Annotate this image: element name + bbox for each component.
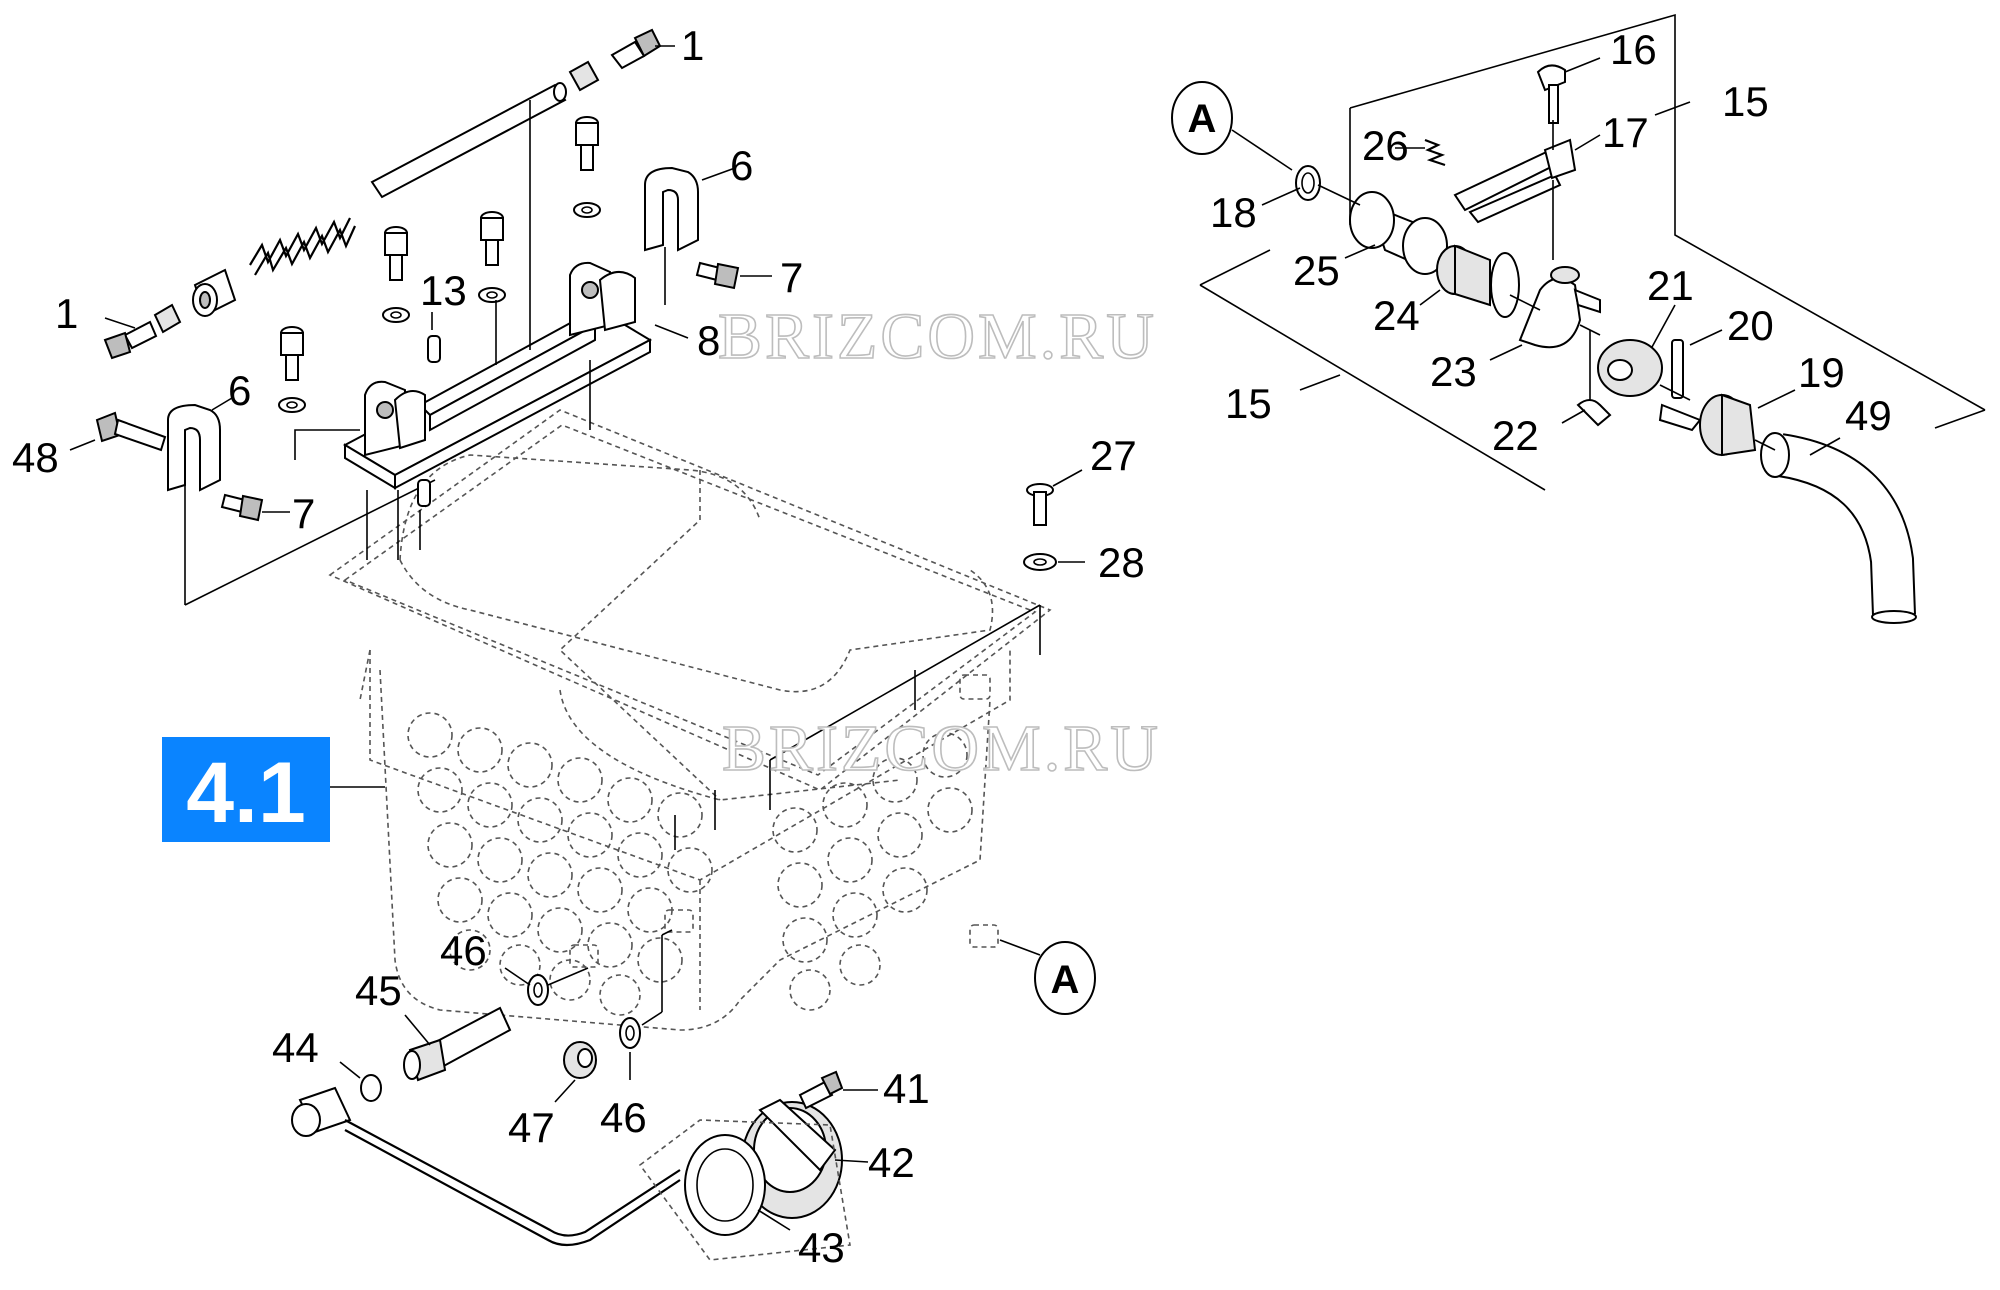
valve-body-24 <box>1436 244 1520 318</box>
sensor-45 <box>403 1006 512 1082</box>
cap-screw-a <box>280 326 304 381</box>
callout-41: 41 <box>883 1065 930 1112</box>
screw-7-right <box>695 261 740 290</box>
o-ring-44 <box>360 1074 382 1102</box>
dowel-pins <box>417 335 441 507</box>
drain-bottom-parts <box>291 929 851 1261</box>
clamp-23 <box>1518 266 1601 349</box>
callout-21: 21 <box>1647 262 1694 309</box>
svg-text:A: A <box>1188 97 1217 141</box>
screw-41 <box>798 1070 844 1110</box>
screw-48 <box>95 411 167 452</box>
callout-15a: 15 <box>1722 78 1769 125</box>
callout-48: 48 <box>12 434 59 481</box>
callout-15b: 15 <box>1225 380 1272 427</box>
callout-8: 8 <box>697 317 720 364</box>
cap-screw-b <box>384 226 408 281</box>
svg-text:4.1: 4.1 <box>186 745 306 841</box>
callout-46b: 46 <box>600 1094 647 1141</box>
hinge-assembly <box>95 28 740 606</box>
pin-20 <box>1658 339 1702 432</box>
callout-6b: 6 <box>228 367 251 414</box>
ring-21 <box>1597 339 1663 397</box>
hinge-bracket-6-left <box>167 403 221 492</box>
callout-22: 22 <box>1492 412 1539 459</box>
callout-7a: 7 <box>780 254 803 301</box>
bushing-1a <box>568 60 600 92</box>
callout-42: 42 <box>868 1139 915 1186</box>
callout-46a: 46 <box>440 927 487 974</box>
callout-23: 23 <box>1430 348 1477 395</box>
washer-28 <box>1023 553 1057 571</box>
callout-18: 18 <box>1210 189 1257 236</box>
callout-6a: 6 <box>730 142 753 189</box>
spring <box>249 217 357 276</box>
cap-screw-c <box>480 211 504 266</box>
callout-27: 27 <box>1090 432 1137 479</box>
callout-49: 49 <box>1845 392 1892 439</box>
section-label: 4.1 <box>162 737 330 842</box>
washer-46-top <box>527 974 549 1006</box>
callout-1b: 1 <box>55 290 78 337</box>
bushing-1b <box>153 303 182 334</box>
drain-cover-42 <box>741 1098 843 1219</box>
callout-13: 13 <box>420 267 467 314</box>
watermark-middle: BRIZCOM.RU <box>722 712 1161 785</box>
callout-7b: 7 <box>292 490 315 537</box>
callout-1a: 1 <box>681 22 704 69</box>
callout-45: 45 <box>355 967 402 1014</box>
drain-valve-assembly <box>1199 13 1986 624</box>
callout-24: 24 <box>1373 292 1420 339</box>
callout-25: 25 <box>1293 247 1340 294</box>
hinge-bracket-6-right <box>644 166 699 252</box>
fryer-tank-outline <box>328 409 1052 1031</box>
callout-leaders <box>69 45 1841 1231</box>
screw-1-top <box>610 28 662 70</box>
hinge-rod <box>370 82 567 199</box>
nut-47 <box>563 1041 597 1079</box>
sleeve-25 <box>1349 191 1448 275</box>
washers <box>278 202 601 413</box>
reference-marker-bottom: A <box>999 939 1096 1015</box>
fitting-19 <box>1699 393 1757 457</box>
washer-46-bottom <box>619 1017 641 1049</box>
callout-20: 20 <box>1727 302 1774 349</box>
callout-17: 17 <box>1602 109 1649 156</box>
callout-47: 47 <box>508 1104 555 1151</box>
callout-26: 26 <box>1362 122 1409 169</box>
knob-16 <box>1536 64 1566 124</box>
screw-27 <box>1026 483 1054 526</box>
reference-marker-top: A <box>1171 81 1293 171</box>
cap-screw-d <box>575 116 599 171</box>
callout-19: 19 <box>1798 349 1845 396</box>
probe-rod <box>291 1086 681 1247</box>
gasket-43 <box>684 1134 766 1236</box>
screw-1-left <box>103 320 158 360</box>
collar <box>192 268 237 317</box>
callout-28: 28 <box>1098 539 1145 586</box>
callout-43: 43 <box>798 1224 845 1271</box>
pivot-block-left <box>364 380 426 457</box>
callout-44: 44 <box>272 1024 319 1071</box>
callout-numbers: 1 1 6 6 7 7 8 13 48 27 28 15 15 16 17 18… <box>12 22 1892 1271</box>
wing-nut-22 <box>1576 399 1612 427</box>
screw-7-left <box>220 493 264 522</box>
spring-26 <box>1424 138 1446 167</box>
snap-ring-18 <box>1295 165 1321 201</box>
callout-16: 16 <box>1610 26 1657 73</box>
svg-text:A: A <box>1051 958 1080 1002</box>
watermark-top: BRIZCOM.RU <box>718 300 1157 373</box>
hose-49 <box>1760 432 1917 624</box>
tank-leader-lines <box>674 604 1041 850</box>
pivot-block-right <box>569 261 636 337</box>
lever-17 <box>1453 138 1577 224</box>
